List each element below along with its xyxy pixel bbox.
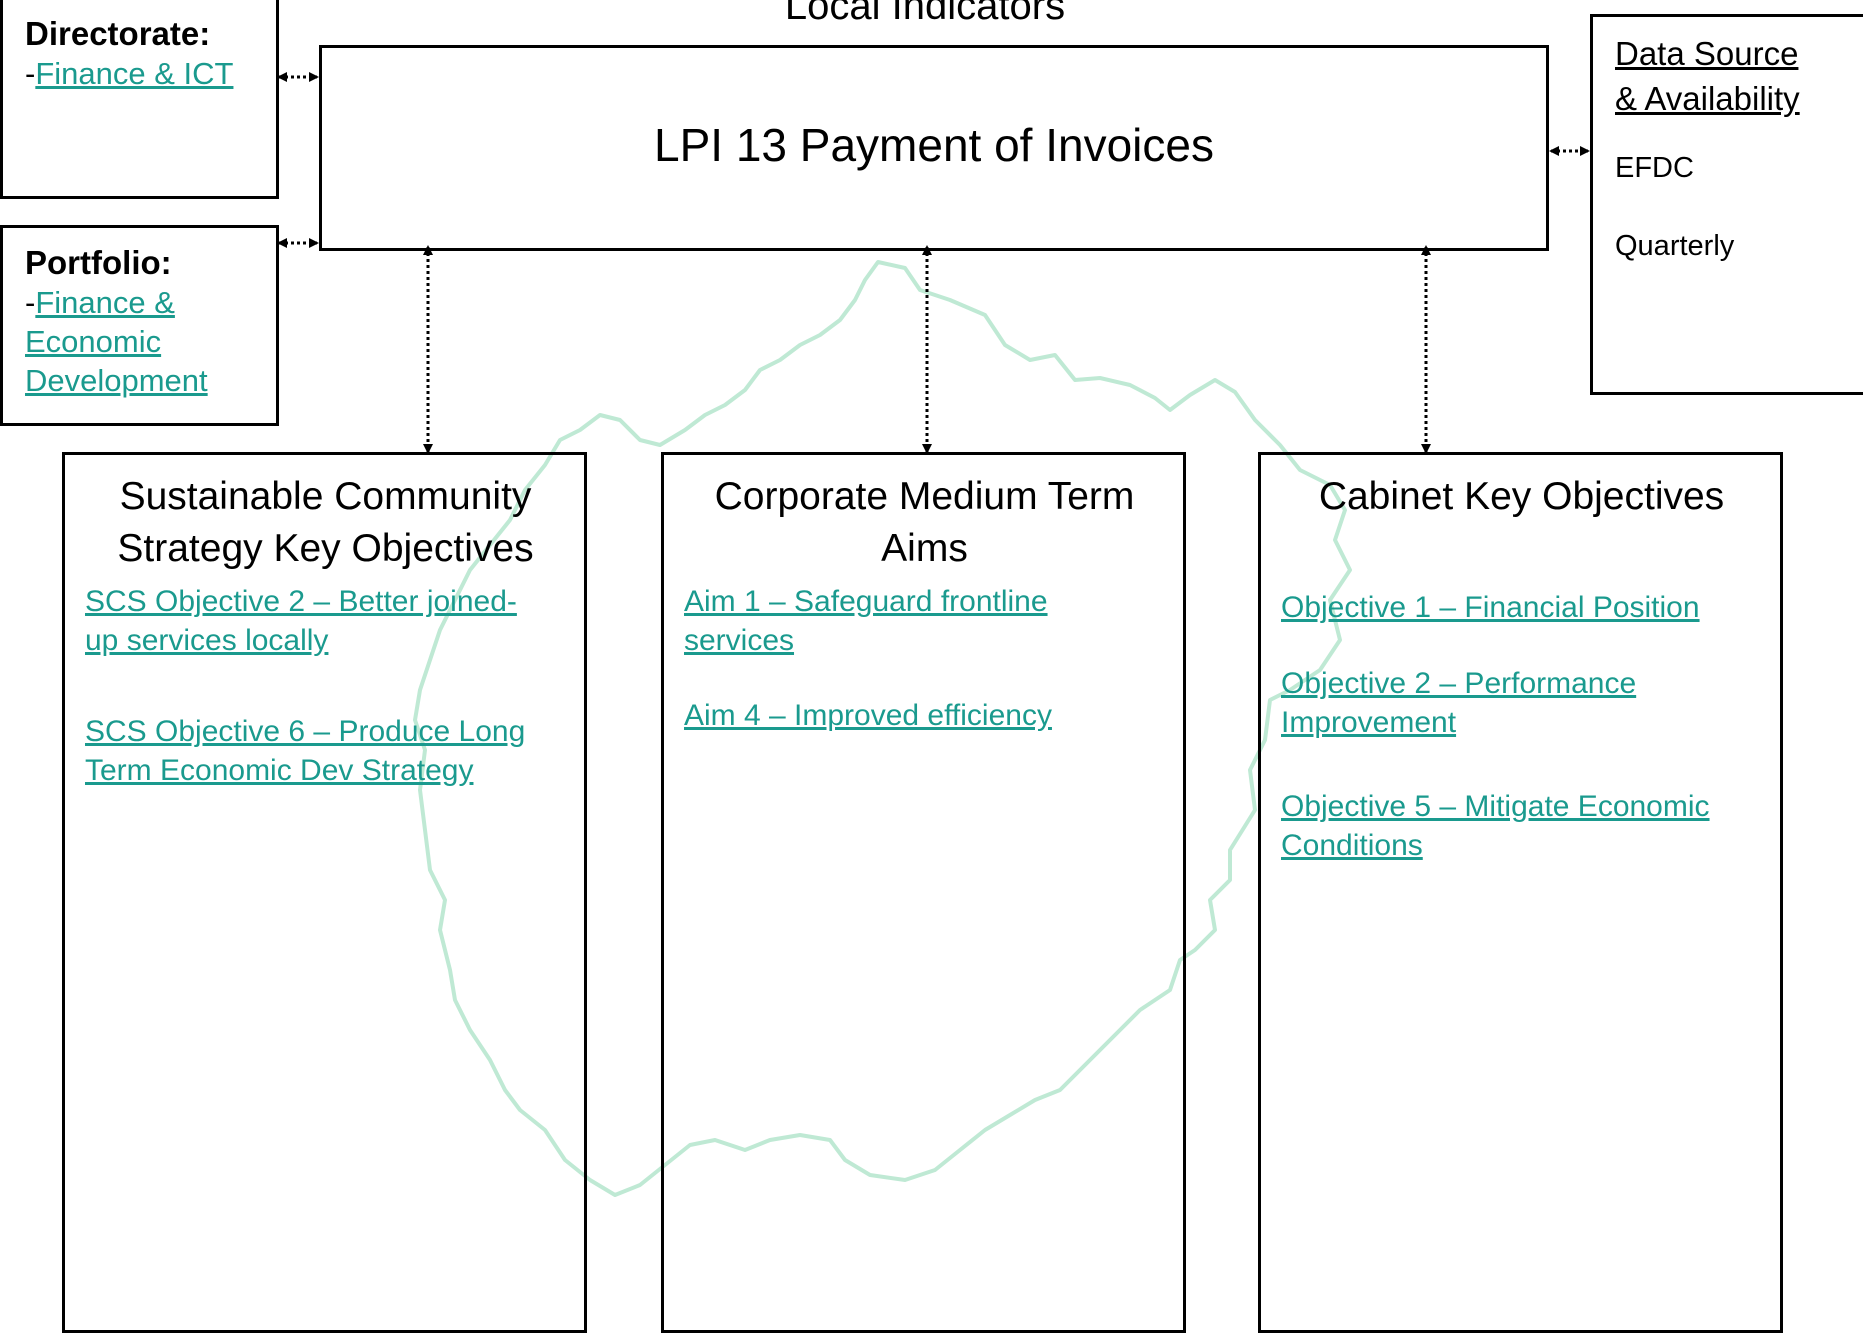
portfolio-link[interactable]: -Finance & Economic Development (25, 283, 276, 400)
corporate-aims-box: Corporate Medium Term Aims Aim 1 – Safeg… (661, 452, 1186, 1333)
portfolio-link-line-3: Development (25, 363, 208, 398)
data-source-heading-line-1: Data Source (1615, 35, 1799, 72)
aim-1-line-2: services (684, 624, 795, 657)
data-availability-value: Quarterly (1615, 230, 1735, 262)
portfolio-link-line-2: Economic (25, 324, 162, 359)
portfolio-link-line-1: Finance & (35, 285, 175, 320)
corporate-title-line-1: Corporate Medium Term (714, 475, 1135, 518)
section-title: Local Indicators (784, 0, 1066, 28)
data-source-value: EFDC (1615, 152, 1694, 184)
cabinet-objective-5-line-2: Conditions (1281, 829, 1423, 862)
data-source-heading: Data Source & Availability (1615, 31, 1863, 121)
scs-objective-6-line-2: Term Economic Dev Strategy (85, 754, 474, 787)
aim-1-line-1: Aim 1 – Safeguard frontline (684, 585, 1048, 618)
directorate-link[interactable]: Finance & ICT (35, 56, 234, 91)
scs-objectives-box: Sustainable Community Strategy Key Objec… (62, 452, 587, 1333)
scs-title-line-2: Strategy Key Objectives (117, 527, 534, 570)
directorate-heading: Directorate: (25, 15, 211, 52)
directorate-box: Directorate: -Finance & ICT (0, 0, 279, 199)
scs-objective-6-line-1: SCS Objective 6 – Produce Long (85, 715, 526, 748)
corporate-title-line-2: Aims (881, 527, 968, 570)
directorate-prefix: - (25, 56, 36, 91)
directorate-entry: -Finance & ICT (25, 54, 276, 93)
aim-1-link[interactable]: Aim 1 – Safeguard frontline services (684, 582, 1165, 660)
cabinet-objectives-title: Cabinet Key Objectives (1318, 475, 1725, 518)
cabinet-objective-5-link[interactable]: Objective 5 – Mitigate Economic Conditio… (1281, 787, 1762, 865)
indicator-title: LPI 13 Payment of Invoices (654, 119, 1214, 171)
cabinet-objective-1-link[interactable]: Objective 1 – Financial Position (1281, 588, 1762, 627)
data-source-heading-line-2: & Availability (1615, 80, 1800, 117)
scs-title-line-1: Sustainable Community (119, 475, 532, 518)
cabinet-objective-1-line-1: Objective 1 – Financial Position (1281, 591, 1700, 624)
indicator-box: LPI 13 Payment of Invoices (319, 45, 1549, 251)
cabinet-objective-2-link[interactable]: Objective 2 – Performance Improvement (1281, 664, 1762, 742)
portfolio-prefix: - (25, 285, 36, 320)
cabinet-objective-5-line-1: Objective 5 – Mitigate Economic (1281, 790, 1710, 823)
scs-objective-2-line-1: SCS Objective 2 – Better joined- (85, 585, 517, 618)
cabinet-objectives-box: Cabinet Key Objectives Objective 1 – Fin… (1258, 452, 1783, 1333)
cabinet-objective-2-line-1: Objective 2 – Performance (1281, 667, 1637, 700)
aim-4-line-1: Aim 4 – Improved efficiency (684, 699, 1052, 732)
portfolio-heading: Portfolio: (25, 244, 172, 281)
portfolio-box: Portfolio: -Finance & Economic Developme… (0, 225, 279, 426)
aim-4-link[interactable]: Aim 4 – Improved efficiency (684, 696, 1165, 735)
corporate-aims-title: Corporate Medium Term Aims (684, 471, 1165, 575)
data-source-box: Data Source & Availability EFDC Quarterl… (1590, 14, 1863, 395)
scs-objective-2-link[interactable]: SCS Objective 2 – Better joined- up serv… (85, 582, 566, 660)
scs-objective-6-link[interactable]: SCS Objective 6 – Produce Long Term Econ… (85, 712, 566, 790)
cabinet-objective-2-line-2: Improvement (1281, 706, 1457, 739)
scs-objectives-title: Sustainable Community Strategy Key Objec… (85, 471, 566, 575)
scs-objective-2-line-2: up services locally (85, 624, 329, 657)
